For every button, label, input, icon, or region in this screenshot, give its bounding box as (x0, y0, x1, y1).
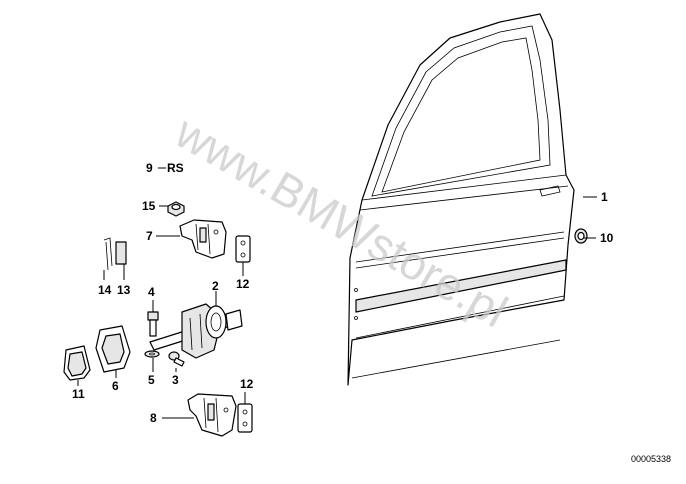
callout-9: 9 (146, 161, 153, 175)
screw (168, 351, 185, 367)
upper-hinge (179, 219, 227, 259)
callout-1: 1 (601, 190, 608, 204)
nut (167, 201, 185, 217)
callout-2: 2 (212, 279, 219, 293)
lock-washer (144, 350, 160, 358)
lower-hinge (187, 393, 237, 437)
callout-11: 11 (72, 387, 85, 401)
shim-plate-lower (237, 403, 253, 433)
callout-15: 15 (142, 199, 156, 213)
shim-plate-upper (235, 235, 251, 263)
front-door-shell (347, 13, 575, 386)
callout-6: 6 (112, 379, 119, 393)
callout-5: 5 (148, 373, 155, 387)
small-grommet (63, 345, 91, 381)
diagram-reference-number: 00005338 (631, 454, 671, 464)
sealing-plug (574, 228, 588, 244)
callout-7: 7 (146, 229, 153, 243)
callout-rs: RS (167, 161, 184, 175)
rubber-grommet (95, 325, 131, 373)
callout-14: 14 (98, 283, 112, 297)
callout-13: 13 (117, 283, 131, 297)
door-check-strap (149, 303, 243, 359)
callout-10: 10 (600, 231, 614, 245)
callout-12-upper: 12 (236, 277, 250, 291)
clip-and-pin (103, 237, 127, 271)
callout-4: 4 (148, 285, 155, 299)
callout-3: 3 (172, 373, 179, 387)
callout-8: 8 (150, 411, 157, 425)
hex-bolt (147, 311, 159, 337)
leader-lines (77, 167, 597, 419)
callout-12-lower: 12 (240, 377, 254, 391)
